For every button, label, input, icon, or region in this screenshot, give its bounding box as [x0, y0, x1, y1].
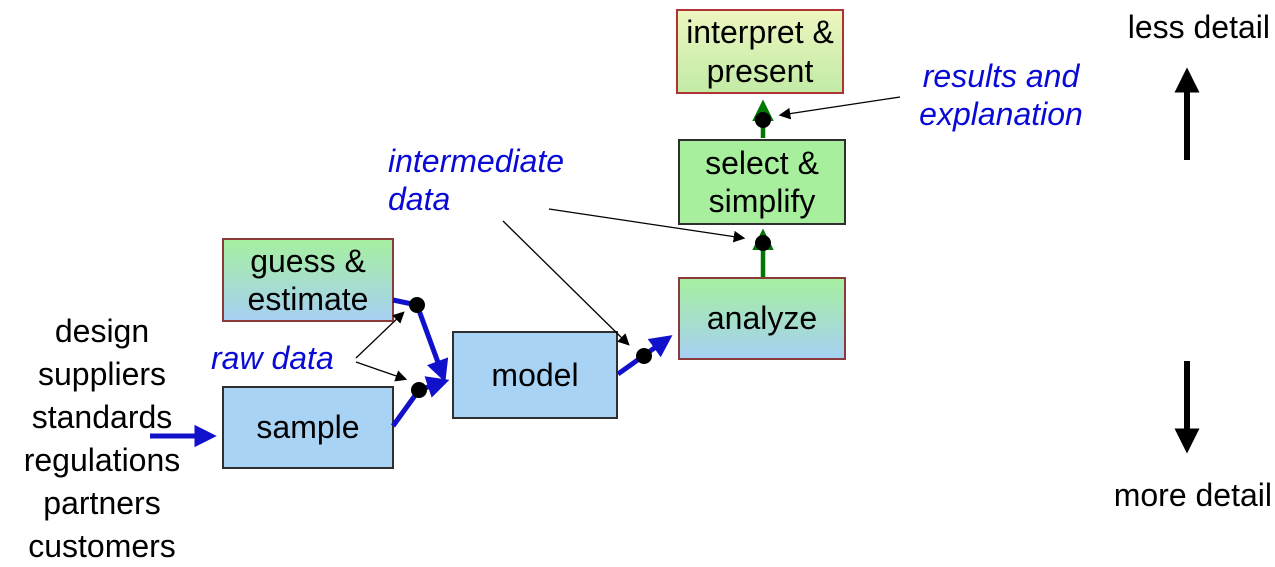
box-select-simplify: select & simplify: [678, 139, 846, 225]
box-model: model: [452, 331, 618, 419]
box-sample: sample: [222, 386, 394, 469]
dot-raw-data-guess: [409, 297, 425, 313]
input-source: suppliers: [37, 356, 167, 392]
pointer-rawdata-to-sample-dot: [355, 361, 408, 382]
label-more-detail: more detail: [1113, 477, 1272, 513]
pointer-results-to-interpret-dot: [778, 96, 901, 120]
arrow-guess-to-model: [392, 297, 449, 383]
dot-intermediate-analyze: [755, 235, 771, 251]
input-source: partners: [43, 485, 161, 521]
label-intermediate-data: intermediate data: [388, 143, 565, 218]
input-source: customers: [28, 528, 176, 564]
dot-results-interpret: [755, 112, 771, 128]
label-less-detail: less detail: [1127, 9, 1270, 45]
dot-intermediate-model: [636, 348, 652, 364]
input-sources-list: design suppliers standards regulations p…: [8, 310, 196, 567]
box-interpret-present: interpret & present: [676, 9, 844, 94]
input-source: standards: [31, 399, 173, 435]
label-results-explanation: results and explanation: [919, 58, 1083, 133]
arrow-model-to-analyze: [616, 335, 673, 377]
label-raw-data: raw data: [211, 340, 334, 376]
dot-raw-data-sample: [411, 382, 427, 398]
input-source: regulations: [23, 442, 181, 478]
pointer-intermediate-to-model-dot: [502, 220, 630, 346]
box-analyze: analyze: [678, 277, 846, 360]
input-source: design: [54, 313, 150, 349]
box-guess-estimate: guess & estimate: [222, 238, 394, 322]
arrow-sample-to-model: [390, 376, 450, 428]
